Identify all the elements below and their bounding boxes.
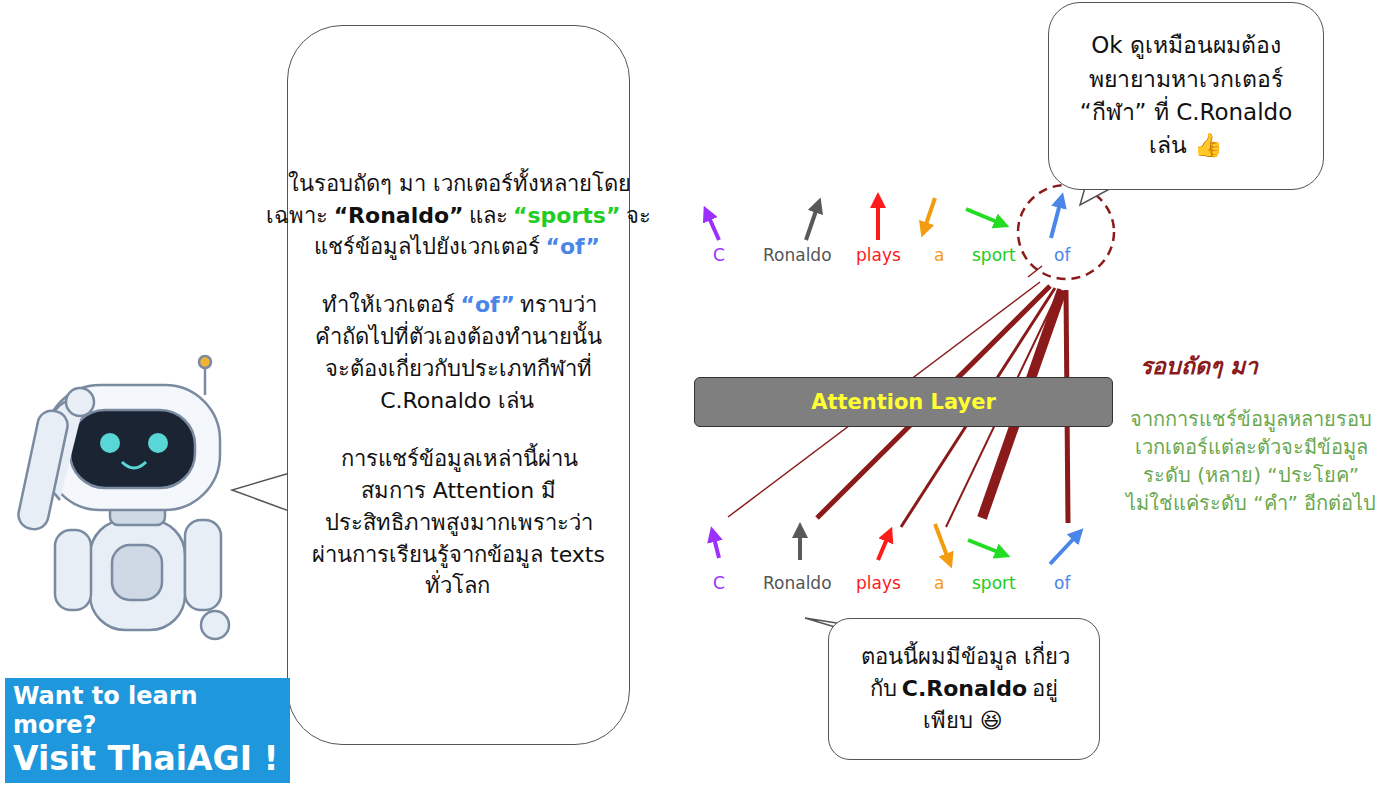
token-word: sport xyxy=(972,245,1016,265)
node-text: “sports” xyxy=(513,203,620,228)
text-group: Ok ดูเหมือนผมต้องพยายามหาเวกเตอร์ “กีฬา”… xyxy=(1067,29,1305,162)
text-group: Visit ThaiAGI ! xyxy=(13,739,279,779)
node-text: Attention Layer xyxy=(811,387,996,417)
token-word: C xyxy=(713,245,725,265)
token-word: Ronaldo xyxy=(763,573,832,593)
node-text: Ok ดูเหมือนผมต้องพยายามหาเวกเตอร์ “กีฬา”… xyxy=(1067,29,1305,162)
token-word: plays xyxy=(856,573,901,593)
node-text: ทำให้เวกเตอร์ xyxy=(322,292,455,317)
token-word: Ronaldo xyxy=(763,245,832,265)
promo-banner: Want to learn more?Visit ThaiAGI ! xyxy=(5,678,290,783)
token-word: of xyxy=(1054,245,1070,265)
token-word: sport xyxy=(972,573,1016,593)
speech-bubble: ตอนนี้ผมมีข้อมูล เกี่ยวกับC.Ronaldoอยู่เ… xyxy=(828,618,1100,760)
token-word: plays xyxy=(856,245,901,265)
speech-bubble: Ok ดูเหมือนผมต้องพยายามหาเวกเตอร์ “กีฬา”… xyxy=(1048,2,1324,190)
node-text: “of” xyxy=(546,234,601,259)
speech-bubble: ในรอบถัดๆ มา เวกเตอร์ทั้งหลายโดยเฉพาะ“Ro… xyxy=(287,25,630,745)
node-text: “Ronaldo” xyxy=(334,203,464,228)
text-group: การแชร์ข้อมูลเหล่านี้ผ่านสมการ Attention… xyxy=(310,443,607,602)
summary-note: จากการแชร์ข้อมูลหลายรอบ เวกเตอร์แต่ละตัว… xyxy=(1118,405,1384,517)
node-text: การแชร์ข้อมูลเหล่านี้ผ่านสมการ Attention… xyxy=(312,446,605,599)
text-group: ทำให้เวกเตอร์“of”ทราบว่าคำถัดไปที่ตัวเอง… xyxy=(310,289,607,417)
round-note: รอบถัดๆ มา xyxy=(1140,348,1258,384)
text-group: Want to learn more? xyxy=(13,682,282,740)
node-text: Want to learn more? xyxy=(13,682,282,740)
token-word: of xyxy=(1054,573,1070,593)
node-text: “of” xyxy=(461,292,516,317)
text-group: ในรอบถัดๆ มา เวกเตอร์ทั้งหลายโดยเฉพาะ“Ro… xyxy=(266,168,650,264)
text-group: ตอนนี้ผมมีข้อมูล เกี่ยวกับC.Ronaldoอยู่เ… xyxy=(847,641,1081,737)
text-group: Attention Layer xyxy=(811,387,996,417)
node-text: และ xyxy=(469,203,508,228)
token-word: a xyxy=(934,245,944,265)
token-word: a xyxy=(934,573,944,593)
node-text: Visit ThaiAGI ! xyxy=(13,739,279,779)
attention-layer: Attention Layer xyxy=(694,377,1113,427)
node-text: C.Ronaldo xyxy=(902,676,1027,701)
token-word: C xyxy=(713,573,725,593)
